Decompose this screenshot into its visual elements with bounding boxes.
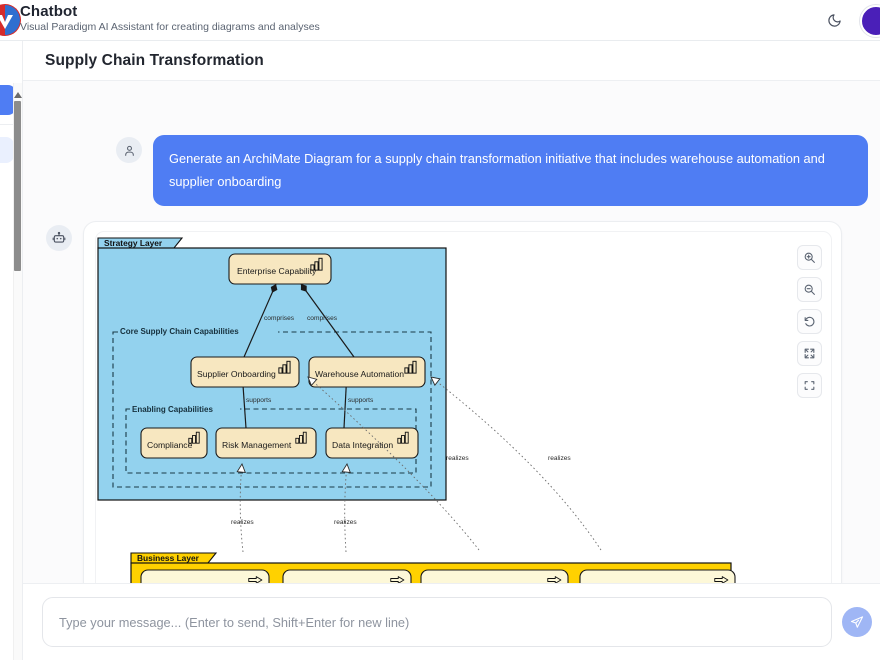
user-icon	[116, 137, 142, 163]
relationship-label-comprises-1: comprises	[264, 315, 295, 322]
conversation-panel: Supply Chain Transformation Generate an …	[23, 41, 880, 660]
zoom-in-button[interactable]	[797, 245, 822, 270]
app-title: Chatbot	[20, 3, 78, 20]
sidebar-item-conversation[interactable]	[0, 137, 14, 163]
diagram-zoom-toolbar	[797, 245, 822, 398]
message-assistant: Strategy Layer Core Supply Chain Capabil…	[46, 221, 842, 636]
relationship-label-realizes-2: realizes	[334, 519, 357, 526]
message-input[interactable]	[42, 597, 832, 647]
app-header: Chatbot Visual Paradigm AI Assistant for…	[0, 0, 880, 41]
user-avatar[interactable]	[860, 4, 880, 37]
message-composer	[23, 583, 880, 660]
vp-logo-icon	[0, 3, 22, 37]
archimate-diagram: Strategy Layer Core Supply Chain Capabil…	[97, 237, 736, 628]
diagram-canvas[interactable]: Strategy Layer Core Supply Chain Capabil…	[95, 231, 832, 629]
element-warehouse-automation[interactable]: Warehouse Automation	[308, 356, 426, 388]
paper-plane-icon	[850, 616, 864, 628]
element-enterprise-capability[interactable]: Enterprise Capability	[228, 253, 332, 285]
relationship-label-realizes-1: realizes	[231, 519, 254, 526]
realization-connectors: realizes realizes realizes realizes	[231, 377, 602, 553]
scroll-up-arrow-icon[interactable]	[14, 92, 22, 98]
sidebar-rail	[0, 41, 23, 660]
fullscreen-button[interactable]	[797, 373, 822, 398]
group-label-enabling: Enabling Capabilities	[132, 405, 213, 414]
sidebar-scrollbar-thumb[interactable]	[14, 101, 21, 271]
relationship-label-realizes-4: realizes	[548, 455, 571, 462]
group-core-capabilities: Core Supply Chain Capabilities	[112, 325, 432, 488]
zoom-out-button[interactable]	[797, 277, 822, 302]
element-label-risk-management: Risk Management	[222, 440, 292, 450]
page-title: Supply Chain Transformation	[45, 51, 264, 69]
element-compliance[interactable]: Compliance	[140, 427, 208, 459]
message-user: Generate an ArchiMate Diagram for a supp…	[116, 135, 868, 206]
conversation-header: Supply Chain Transformation	[23, 41, 880, 81]
send-button[interactable]	[842, 607, 872, 637]
header-actions	[822, 0, 880, 41]
element-label-supplier-onboarding: Supplier Onboarding	[197, 369, 276, 379]
element-label-warehouse-automation: Warehouse Automation	[315, 369, 404, 379]
app-subtitle: Visual Paradigm AI Assistant for creatin…	[20, 21, 320, 33]
group-enabling-capabilities: Enabling Capabilities	[125, 403, 417, 474]
assistant-diagram-card: Strategy Layer Core Supply Chain Capabil…	[83, 221, 842, 636]
message-list: Generate an ArchiMate Diagram for a supp…	[23, 81, 880, 660]
relationship-label-supports-1: supports	[246, 397, 272, 404]
reset-view-button[interactable]	[797, 309, 822, 334]
relationship-label-realizes-3: realizes	[446, 455, 469, 462]
layer-label-business: Business Layer	[137, 553, 200, 563]
relationship-label-supports-2: supports	[348, 397, 374, 404]
element-label-enterprise-capability: Enterprise Capability	[237, 266, 317, 276]
element-label-data-integration: Data Integration	[332, 440, 393, 450]
group-label-core: Core Supply Chain Capabilities	[120, 327, 239, 336]
robot-icon	[46, 225, 72, 251]
element-data-integration[interactable]: Data Integration	[325, 427, 419, 459]
user-message-text: Generate an ArchiMate Diagram for a supp…	[153, 135, 868, 206]
relationship-label-comprises-2: comprises	[307, 315, 338, 322]
sidebar-divider	[0, 124, 22, 125]
element-risk-management[interactable]: Risk Management	[215, 427, 317, 459]
new-chat-button[interactable]	[0, 85, 16, 115]
sidebar-scrollbar[interactable]	[13, 83, 22, 660]
element-supplier-onboarding[interactable]: Supplier Onboarding	[190, 356, 300, 388]
fit-to-screen-button[interactable]	[797, 341, 822, 366]
moon-icon[interactable]	[822, 9, 846, 33]
layer-label-strategy: Strategy Layer	[104, 238, 163, 248]
element-label-compliance: Compliance	[147, 440, 193, 450]
